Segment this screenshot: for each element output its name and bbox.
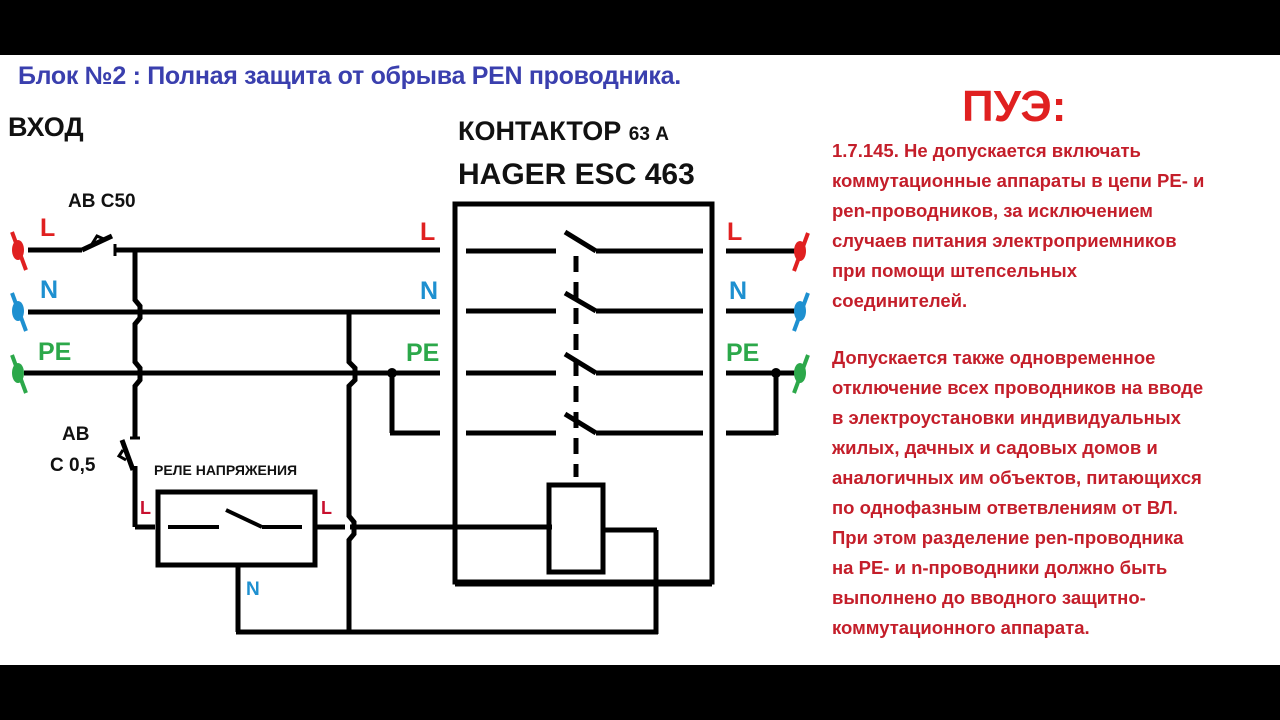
relay-n-label: N: [246, 579, 260, 600]
pue-line: выполнено до вводного защитно-: [832, 587, 1146, 608]
main-breaker-label: АВ С50: [68, 191, 136, 212]
relay-contact: [225, 508, 263, 529]
contactor-in-l-label: L: [420, 218, 436, 246]
pue-line: отключение всех проводников на вводе: [832, 377, 1204, 398]
input-wire-pe-label: PE: [38, 338, 72, 366]
output-wire-pe-label: PE: [726, 339, 760, 367]
pue-line: pen-проводников, за исключением: [832, 200, 1153, 221]
pue-line: коммутационного аппарата.: [832, 617, 1090, 638]
contactor-name: КОНТАКТОР: [458, 116, 622, 146]
terminal-l-in-icon: [10, 231, 28, 271]
terminal-n-out-icon: [792, 292, 810, 332]
aux-breaker-label-1: АВ: [62, 424, 90, 445]
relay-out-l-label: L: [321, 498, 332, 518]
pue-paragraph-1: 1.7.145. Не допускается включать коммута…: [832, 136, 1204, 316]
aux-breaker-contact: [119, 439, 136, 471]
pue-line: При этом разделение pen-проводника: [832, 527, 1184, 548]
pue-line: случаев питания электроприемников: [832, 230, 1177, 251]
pue-line: 1.7.145. Не допускается включать: [832, 140, 1141, 161]
terminal-icons: [10, 231, 810, 394]
pue-line: коммутационные аппараты в цепи PE- и: [832, 170, 1205, 191]
contactor-model: HAGER ESC 463: [458, 158, 695, 191]
pue-heading: ПУЭ:: [962, 82, 1067, 131]
aux-breaker-label-2: С 0,5: [50, 455, 96, 476]
contactor-label: КОНТАКТОР 63 А: [458, 116, 669, 147]
page-title: Блок №2 : Полная защита от обрыва PEN пр…: [18, 62, 681, 90]
pue-line: жилых, дачных и садовых домов и: [832, 437, 1158, 458]
output-wire-l-label: L: [727, 218, 743, 246]
pue-line: на PE- и n-проводники должно быть: [832, 557, 1168, 578]
input-wire-l-label: L: [40, 214, 56, 242]
pue-line: по однофазным ответвлениям от ВЛ.: [832, 497, 1178, 518]
pue-line: Допускается также одновременное: [832, 347, 1156, 368]
contactor-in-n-label: N: [420, 277, 439, 305]
contactor-in-pe-label: PE: [406, 339, 440, 367]
input-label: ВХОД: [8, 112, 84, 142]
terminal-pe-out-icon: [792, 354, 810, 394]
aux-feed-wire: [132, 250, 143, 438]
pue-line: аналогичных им объектов, питающихся: [832, 467, 1202, 488]
pue-line: соединителей.: [832, 290, 968, 311]
pue-line: в электроустановки индивидуальных: [832, 407, 1181, 428]
terminal-pe-in-icon: [10, 354, 28, 394]
terminal-n-in-icon: [10, 292, 28, 332]
n-vertical-wire: [346, 312, 358, 632]
contactor-rating: 63 А: [628, 124, 669, 145]
relay-in-l-label: L: [140, 498, 151, 518]
contactor-coil: [546, 482, 606, 575]
main-breaker-latch: [90, 234, 107, 245]
pue-paragraph-2: Допускается также одновременное отключен…: [832, 343, 1203, 643]
pue-line: при помощи штепсельных: [832, 260, 1077, 281]
main-breaker-contact: [80, 233, 114, 253]
relay-label: РЕЛЕ НАПРЯЖЕНИЯ: [154, 462, 298, 478]
input-wire-n-label: N: [40, 276, 59, 304]
terminal-l-out-icon: [792, 232, 810, 272]
output-wire-n-label: N: [729, 277, 748, 305]
